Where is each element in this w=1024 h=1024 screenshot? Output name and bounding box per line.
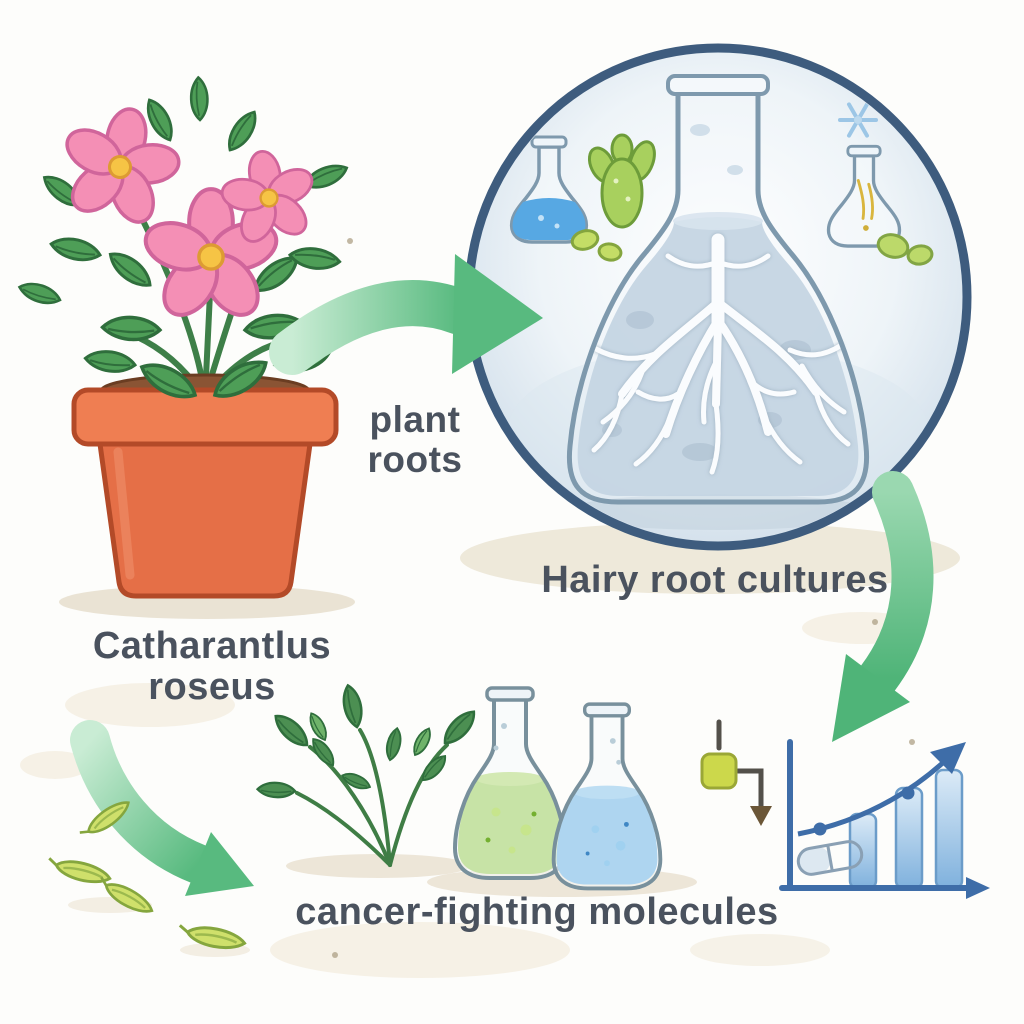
small-crystal-flask-icon [826,102,934,266]
blue-extract-flask-icon [551,702,663,891]
connector-arrowhead [750,806,772,826]
label-cancer-fighting-molecules: cancer-fighting molecules [295,891,779,933]
small-blue-flask-icon [509,135,589,244]
green-extract-flask-icon [453,686,567,880]
culture-circle-illustration [460,43,972,594]
erlenmeyer-flask-with-hairy-roots [566,74,870,505]
herb-sprig-icon [255,682,482,878]
pot-body [97,441,313,599]
circle-shadow [460,522,960,594]
culture-circle-contents [508,74,934,530]
label-plant-name-line1: Catharantlus [92,625,332,667]
background-texture [20,238,922,978]
arrow-culture-to-products-icon [832,471,934,742]
pot-rim [71,387,339,447]
label-plant-roots-line2: roots [367,438,463,480]
label-plant-roots-line1: plant [369,399,461,440]
connector-node [700,752,738,790]
chart-trend-arrowhead [930,742,966,774]
callus-buds-icon [570,133,656,262]
label-plant-roots: plant roots [330,400,500,480]
label-plant-name-line2: roseus [148,666,276,709]
capsule-icon [796,840,864,876]
growth-chart-icon [779,739,990,899]
arrow-plant-to-culture-icon [269,254,543,375]
label-plant-name: Catharantlus roseus [37,625,387,709]
chart-axes [779,739,975,891]
pot-highlight [113,447,135,580]
process-connector-icon [700,719,772,826]
sparkle-icon [838,102,878,138]
arrow-seeds-to-molecules-icon [70,720,254,896]
hairy-roots [591,233,851,475]
plant-flowers [45,94,328,324]
catharanthus-plant-in-pot-illustration [15,76,355,619]
seed-pods-icon [44,795,250,957]
label-hairy-root-cultures: Hairy root cultures [541,559,889,601]
